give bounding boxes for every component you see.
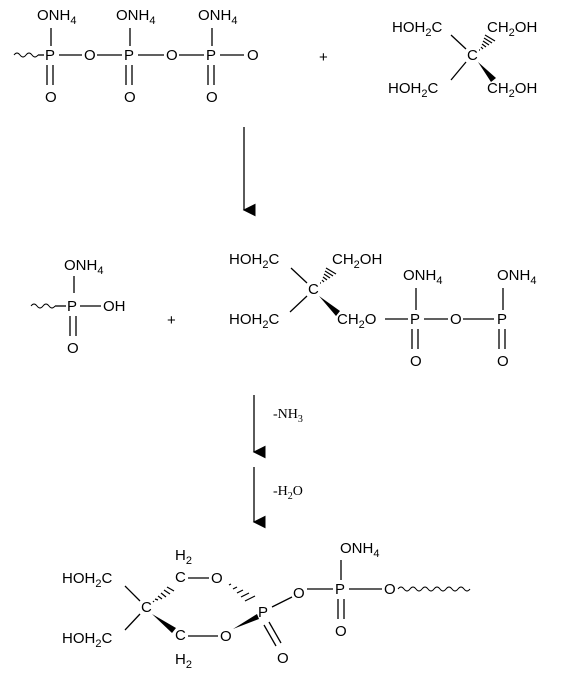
p-label: P <box>206 47 216 64</box>
o-label: O <box>450 311 462 328</box>
nh4-label: ONH4 <box>64 257 103 277</box>
chain-wavy-bond <box>397 586 471 592</box>
o-label: O <box>84 47 96 64</box>
ammonium-polyphosphate: P ONH4 O O P ONH4 O O P ONH4 O O <box>13 7 259 106</box>
chain-wavy-bond <box>13 52 39 58</box>
hoh2c-label: HOH2C <box>392 19 442 39</box>
hoh2c-label: HOH2C <box>388 80 438 100</box>
chain-wavy-bond <box>30 303 56 309</box>
phosphoric-acid-end: ONH4 P OH O <box>30 257 126 357</box>
o-label: O <box>45 89 57 106</box>
ch2oh-label: CH2OH <box>332 251 382 271</box>
hoh2c-label: HOH2C <box>62 630 112 650</box>
h2-label: H2 <box>175 547 192 567</box>
c-label: C <box>141 599 152 616</box>
h2-label: H2 <box>175 651 192 671</box>
p-label: P <box>124 47 134 64</box>
hoh2c-label: HOH2C <box>229 251 279 271</box>
c-label: C <box>175 627 186 644</box>
ch2oh-label: CH2OH <box>487 19 537 39</box>
condition-minus-h2o: -H2O <box>273 484 303 502</box>
o-label: O <box>335 623 347 640</box>
o-label: O <box>277 650 289 667</box>
spiro-phosphate-product: HOH2C HOH2C C H2 C C H2 O O P <box>62 540 471 671</box>
o-label: O <box>220 628 232 645</box>
p-label: P <box>497 311 507 328</box>
o-label: O <box>293 585 305 602</box>
o-label: O <box>211 570 223 587</box>
nh4-label: ONH4 <box>497 267 536 287</box>
p-label: P <box>67 298 77 315</box>
nh4-label: ONH4 <box>116 7 155 27</box>
oh-label: OH <box>103 298 126 315</box>
nh4-label: ONH4 <box>198 7 237 27</box>
hoh2c-label: HOH2C <box>62 570 112 590</box>
o-label: O <box>67 340 79 357</box>
plus-sign: + <box>167 312 176 329</box>
p-label: P <box>258 604 268 621</box>
o-label: O <box>497 353 509 370</box>
hoh2c-label: HOH2C <box>229 311 279 331</box>
nh4-label: ONH4 <box>340 540 379 560</box>
nh4-label: ONH4 <box>37 7 76 27</box>
ch2oh-label: CH2OH <box>487 80 537 100</box>
o-label: O <box>410 353 422 370</box>
p-label: P <box>45 47 55 64</box>
c-label: C <box>175 569 186 586</box>
o-label: O <box>124 89 136 106</box>
plus-sign: + <box>319 49 328 66</box>
c-label: C <box>308 281 319 298</box>
o-label: O <box>166 47 178 64</box>
o-label: O <box>384 581 396 598</box>
nh4-label: ONH4 <box>403 267 442 287</box>
p-label: P <box>410 311 420 328</box>
o-label: O <box>206 89 218 106</box>
c-label: C <box>467 47 478 64</box>
pentaerythritol-diphosphate: HOH2C CH2OH C HOH2C CH2O P ONH4 O O P ON… <box>229 251 536 370</box>
p-label: P <box>335 581 345 598</box>
condition-minus-nh3: -NH3 <box>273 407 303 425</box>
ch2o-label: CH2O <box>337 311 376 331</box>
o-label: O <box>247 47 259 64</box>
pentaerythritol: HOH2C CH2OH C HOH2C CH2OH <box>388 19 537 100</box>
